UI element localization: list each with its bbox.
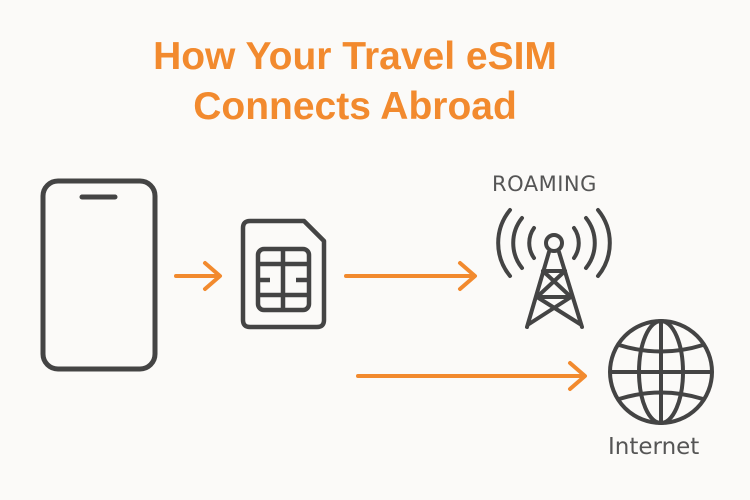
title-line-1: How Your Travel eSIM bbox=[153, 35, 557, 78]
globe-icon bbox=[608, 319, 714, 425]
diagram-title: How Your Travel eSIM Connects Abroad bbox=[0, 32, 710, 132]
title-line-2: Connects Abroad bbox=[193, 85, 517, 128]
phone-icon bbox=[40, 178, 158, 372]
arrow-to-internet bbox=[356, 361, 587, 391]
sim-card-icon bbox=[240, 218, 327, 330]
cell-tower-icon bbox=[496, 208, 612, 329]
internet-label: Internet bbox=[608, 434, 700, 460]
roaming-label: ROAMING bbox=[492, 172, 597, 196]
arrow-sim-to-tower bbox=[344, 261, 477, 291]
arrow-phone-to-sim bbox=[174, 261, 222, 291]
